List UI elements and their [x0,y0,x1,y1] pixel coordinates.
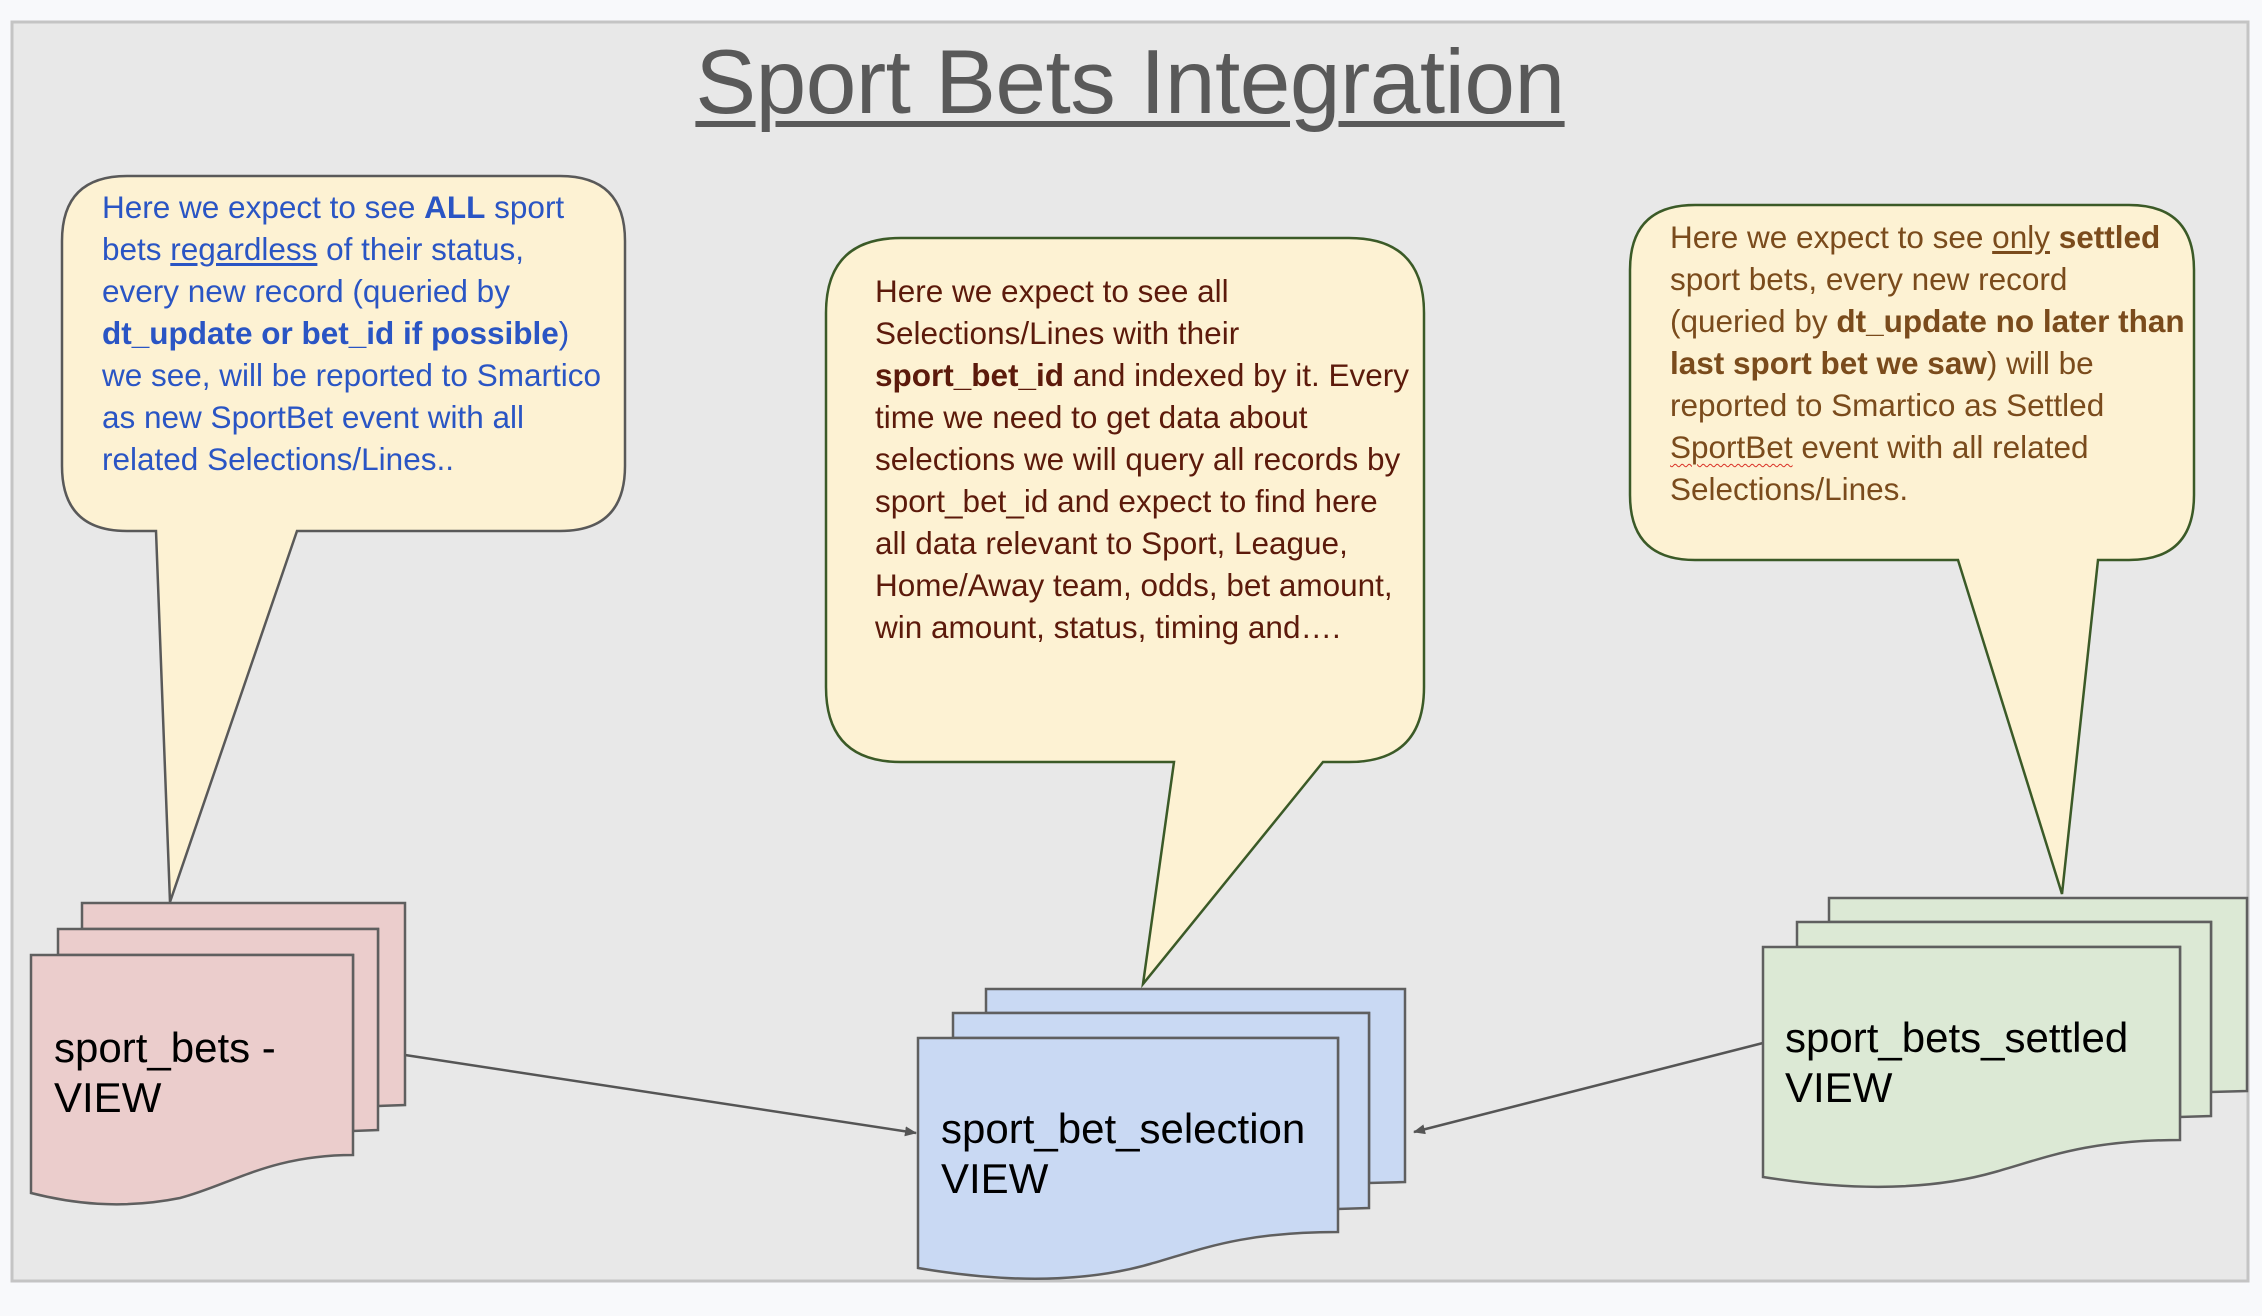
callout-center-text: Here we expect to see all Selections/Lin… [875,270,1415,648]
document-stack-sport-bets[interactable] [29,901,407,1206]
arrow-settled-to-selection[interactable] [1413,1041,1764,1135]
document-label-sport-bets-settled: sport_bets_settled VIEW [1785,1014,2129,1111]
callout-text-segment: ) will be reported to Smartico as Settle… [1670,345,2105,423]
callout-text-segment: regardless [170,231,318,267]
callout-text-segment: Here we expect to see [1670,219,1993,255]
callout-text-segment: settled [2058,219,2161,255]
callout-left-bubble[interactable] [60,174,627,903]
document-sheet-front [916,1036,1340,1280]
callout-text-segment: of their status, every new record (queri… [102,231,524,309]
callout-text-segment: only [1992,219,2050,255]
arrow-sport-bets-to-selection[interactable] [404,1053,917,1137]
callout-center-bubble[interactable] [824,236,1426,989]
callout-text-segment: and indexed by it. Every time we need to… [875,357,1409,645]
document-stack-sport-bets-settled[interactable] [1761,896,2249,1189]
callout-text-segment: sport_bet_id [875,357,1065,393]
callout-text-segment: Here we expect to see [102,189,425,225]
callout-text-segment: dt_update or bet_id if possible [102,315,559,351]
callout-text-segment: ALL [424,189,486,225]
document-sheet-front [29,953,355,1206]
callout-text-segment: Here we expect to see all Selections/Lin… [875,273,1240,351]
document-label-sport-bet-selection: sport_bet_selection VIEW [941,1105,1306,1202]
callout-text-segment: SportBet [1670,429,1793,465]
callout-text-segment [2050,219,2059,255]
callout-text-segment: sport bets [102,189,565,267]
document-sheet-front [1761,945,2182,1189]
callout-left-text: Here we expect to see ALL sport bets reg… [102,186,607,480]
callout-text-segment: event with all related Selections/Lines. [1670,429,2089,507]
document-stack-sport-bet-selection[interactable] [916,987,1407,1280]
callout-right-bubble[interactable] [1628,203,2196,895]
diagram-title: Sport Bets Integration [695,32,1565,133]
callout-text-segment: ) we see, will be reported to Smartico a… [102,315,601,477]
callout-text-segment: sport bets, every new record (queried by [1670,261,2068,339]
document-label-sport-bets: sport_bets - VIEW [54,1024,276,1121]
callout-right-text: Here we expect to see only settled sport… [1670,216,2190,510]
callout-text-segment: dt_update no later than last sport bet w… [1670,303,2185,381]
